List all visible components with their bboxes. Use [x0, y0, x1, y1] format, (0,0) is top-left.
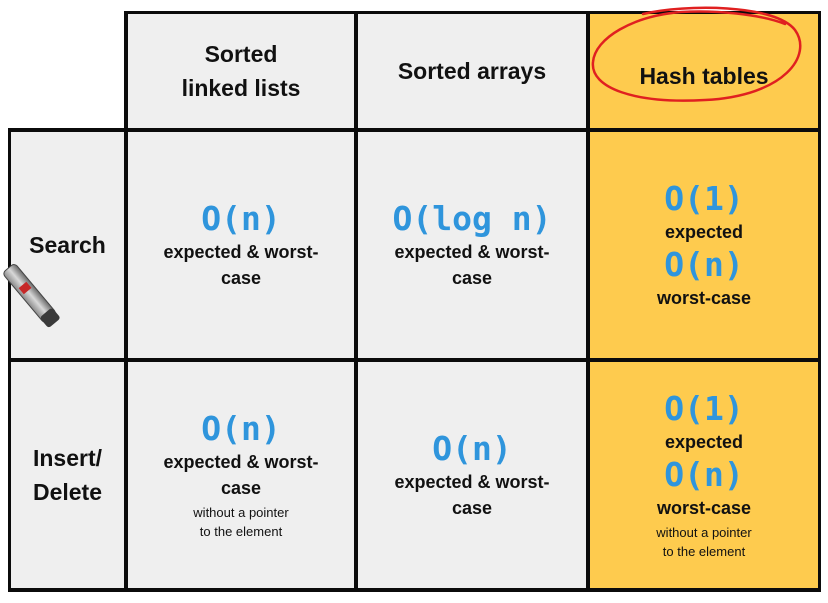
complexity-label: worst-case: [656, 288, 752, 308]
header-sorted-linked-lists: Sorted linked lists: [127, 13, 355, 129]
grid-line: [8, 358, 821, 362]
cell-insert-linked-lists: O(n) expected & worst- case without a po…: [127, 361, 355, 589]
grid-line: [124, 11, 128, 592]
complexity-label: expected & worst- case: [163, 242, 319, 288]
complexity-value: O(n): [201, 199, 281, 238]
complexity-value: O(1): [664, 389, 744, 428]
complexity-value: O(1): [664, 179, 744, 218]
row-header-insert-delete: Insert/ Delete: [10, 361, 125, 589]
column-header-label: Sorted arrays: [397, 58, 547, 84]
cell-search-arrays: O(log n) expected & worst- case: [357, 131, 587, 359]
complexity-note: without a pointer to the element: [656, 525, 752, 559]
complexity-label: expected & worst- case: [394, 472, 550, 518]
cell-search-linked-lists: O(n) expected & worst- case: [127, 131, 355, 359]
row-header-label: Search: [29, 232, 106, 258]
cell-search-hash-tables: O(1) expected O(n) worst-case: [589, 131, 819, 359]
complexity-label: expected: [664, 222, 744, 242]
grid-line: [586, 11, 590, 592]
grid-line: [354, 11, 358, 592]
complexity-value: O(n): [432, 429, 512, 468]
complexity-note: without a pointer to the element: [193, 505, 289, 539]
complexity-value: O(n): [201, 409, 281, 448]
grid-line: [818, 11, 821, 592]
complexity-value: O(n): [664, 455, 744, 494]
complexity-label: worst-case: [656, 498, 752, 518]
complexity-label: expected & worst- case: [163, 452, 319, 498]
row-header-label: Insert/ Delete: [32, 445, 103, 505]
grid-line: [8, 588, 821, 592]
grid-line: [124, 11, 821, 14]
cell-insert-hash-tables: O(1) expected O(n) worst-case without a …: [589, 361, 819, 589]
header-hash-tables: Hash tables: [589, 13, 819, 129]
cell-insert-arrays: O(n) expected & worst- case: [357, 361, 587, 589]
grid-line: [8, 128, 821, 132]
grid-line: [8, 128, 11, 592]
row-header-search: Search: [10, 131, 125, 359]
complexity-label: expected & worst- case: [394, 242, 550, 288]
column-header-label: Hash tables: [639, 63, 769, 89]
pen-icon: [3, 264, 60, 328]
column-header-label: Sorted linked lists: [181, 41, 301, 101]
red-circle-annotation: [591, 6, 802, 102]
header-sorted-arrays: Sorted arrays: [357, 13, 587, 129]
complexity-label: expected: [664, 432, 744, 452]
complexity-value: O(n): [664, 245, 744, 284]
complexity-value: O(log n): [392, 199, 552, 238]
